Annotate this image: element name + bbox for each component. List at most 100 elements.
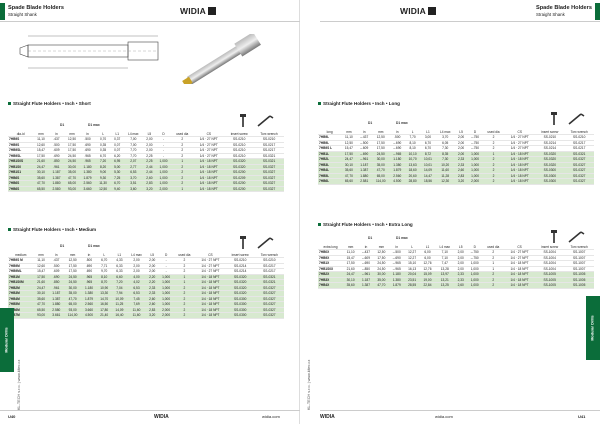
table-cell: 1,000	[155, 164, 172, 170]
table-cell: 2,00	[127, 257, 146, 264]
table-cell: 2,00	[145, 257, 159, 264]
table-cell: 17,80	[96, 307, 112, 313]
table-cell: 1/4 · 18 NPT	[504, 277, 535, 283]
table-cell: SS-0210	[225, 257, 255, 264]
section-marker-icon	[318, 102, 321, 105]
table-cell: 1/4 · 27 NPT	[193, 136, 225, 143]
table-cell: 35,60	[341, 167, 357, 174]
table-cell: SS-0214	[535, 140, 565, 146]
table-cell: SS-0209	[224, 175, 255, 181]
table-cell: 2.580	[48, 186, 65, 192]
table-cell: 2,20	[145, 279, 159, 286]
table-cell: 3.661	[48, 312, 64, 319]
table-cell: –.750	[467, 255, 483, 261]
table-cell: 30,00	[64, 164, 80, 170]
table-cell: SS-0210	[224, 136, 255, 143]
table-cell: 1/4 · 18 NPT	[504, 167, 536, 174]
table-cell: 12,60	[33, 142, 49, 148]
table-cell: 7,10	[435, 255, 455, 261]
table-cell: .850	[48, 279, 64, 286]
table-cell: 2,000	[155, 186, 172, 192]
table-cell: 2	[173, 307, 196, 313]
catalog-number-cell: 7HB3M	[8, 290, 34, 297]
table-cell: SS-0327	[254, 169, 284, 176]
table-cell: 6,60	[111, 274, 128, 280]
table-cell: 4.500	[389, 178, 405, 185]
table-cell: 2.581	[356, 178, 372, 185]
table-cell: 2	[482, 167, 505, 174]
table-cell: 17,50	[33, 274, 49, 280]
table-cell: 3,20	[454, 178, 468, 185]
table-cell: SS-1005	[564, 271, 594, 278]
table-cell: 1/4 · 18 NPT	[195, 285, 226, 291]
table-cell: 2.580	[48, 307, 64, 313]
left-section-2-title: Straight Flute Holders • Inch • Medium	[8, 227, 96, 232]
table-cell: 1,000	[467, 277, 483, 283]
table-cell: 15,47	[341, 145, 357, 152]
table-cell: 2,44	[143, 169, 156, 176]
table-cell: 13,25	[435, 282, 455, 289]
table-cell: 15,47	[342, 255, 359, 261]
table-cell: 2	[173, 296, 196, 302]
table-cell: 2,60	[454, 282, 468, 289]
catalog-number-cell: 7HB2L	[318, 156, 342, 163]
table-cell: 0,70	[95, 136, 111, 143]
table-cell: 6,20	[110, 153, 124, 159]
table-cell: SS-0327	[254, 312, 284, 319]
table-cell: 65,50	[33, 186, 49, 192]
table-cell: SS-0327	[254, 301, 284, 308]
table-cell: 24,47	[33, 285, 49, 291]
table-cell: 24,50	[64, 158, 80, 165]
table-cell: 1	[171, 158, 194, 165]
table-cell: 6,70	[420, 140, 436, 146]
table-cell: 17,50	[64, 147, 80, 154]
table-cell: 2	[482, 156, 505, 163]
table-cell: 2	[482, 140, 505, 146]
table-cell: SS-0327	[564, 167, 594, 174]
table-cell: 1/4 · 27 NPT	[193, 147, 225, 154]
right-s1-head-d1max: D1 max	[396, 121, 408, 125]
table-cell: 2	[482, 277, 505, 283]
right-footer-logo: WIDIA	[320, 414, 335, 420]
left-s2-head-d1: D1	[60, 244, 65, 248]
table-cell: 1	[173, 274, 196, 280]
table-cell: 1.187	[48, 290, 64, 297]
table-cell: 14,09	[111, 307, 128, 313]
catalog-number-cell: 7HB9SL	[8, 153, 34, 159]
left-side-tab: Modular Drills	[0, 308, 14, 372]
table-cell: 1/4 · 18 NPT	[504, 162, 536, 168]
table-cell: -	[158, 263, 174, 269]
table-cell: 2,00	[454, 140, 468, 146]
table-cell: 7,20	[111, 279, 128, 286]
table-cell: .437	[48, 136, 65, 143]
table-cell: 17,50	[371, 140, 390, 146]
table-cell: 2,25	[143, 153, 156, 159]
right-s1-head-d1: D1	[368, 121, 373, 125]
table-cell: 28,55	[404, 282, 420, 289]
table-cell: SS-0300	[535, 173, 565, 179]
table-cell: 1	[482, 260, 505, 267]
table-cell: 2,00	[454, 134, 468, 141]
table-cell: 8,20	[95, 164, 111, 170]
table-cell: 2,83	[145, 307, 159, 313]
right-page-title: Spade Blade Holders	[536, 5, 592, 11]
table-cell: 6,00	[419, 249, 436, 256]
table-cell: 17,50	[371, 145, 390, 152]
table-cell: 2,33	[454, 277, 468, 283]
table-cell: 14,47	[420, 173, 436, 179]
table-cell: 12,76	[419, 266, 436, 272]
table-cell: SS-0300	[225, 312, 255, 319]
table-cell: 15,47	[33, 268, 49, 275]
table-cell: 9,70	[96, 268, 112, 275]
table-cell: 1/4 · 18 NPT	[504, 173, 536, 179]
table-cell: .500	[79, 136, 96, 143]
